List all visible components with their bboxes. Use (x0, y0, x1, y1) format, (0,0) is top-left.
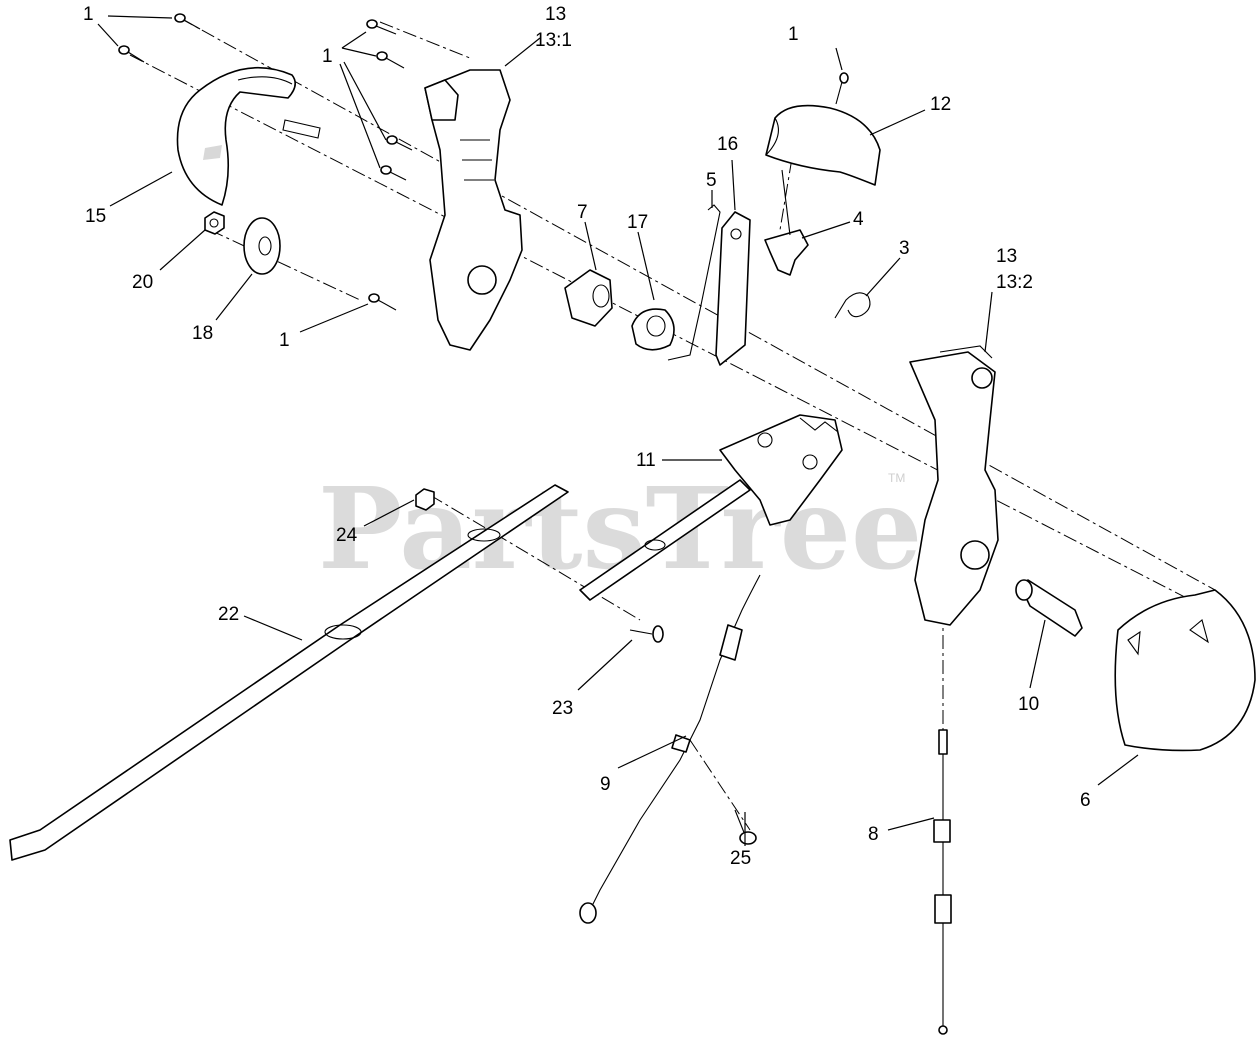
right-housing-13-2 (909, 345, 999, 626)
leader-24 (363, 499, 415, 527)
leader-12 (869, 109, 926, 136)
bushing-7 (564, 269, 613, 327)
shaft (579, 479, 751, 601)
leader-20 (159, 229, 206, 271)
screw-1-upper-b (376, 51, 405, 69)
nut-24 (415, 488, 435, 511)
leader-1b (97, 23, 119, 47)
leader-22 (243, 615, 303, 641)
leader-lines (97, 15, 1139, 846)
link-rod-22 (9, 484, 569, 861)
leader-15 (109, 171, 173, 207)
leader-1c-d (339, 63, 381, 169)
screw-1-top-left (174, 13, 201, 30)
leader-9 (617, 735, 687, 769)
leader-18 (215, 273, 253, 321)
callout-13b: 13 (996, 246, 1017, 267)
screw-1-lower (368, 293, 397, 311)
spring-3 (834, 292, 871, 319)
cable-screw-axis (689, 739, 751, 831)
callout-5: 5 (706, 170, 717, 191)
screw-axis-top (379, 21, 471, 59)
screw-parts (118, 13, 849, 311)
callout-12: 12 (930, 94, 951, 115)
bolt-10 (1015, 579, 1083, 637)
callout-11: 11 (636, 450, 656, 471)
screw-1-mid-b (380, 165, 407, 181)
callout-6: 6 (1080, 790, 1091, 811)
leader-8 (887, 817, 935, 831)
leader-7 (584, 221, 597, 271)
callout-25: 25 (730, 848, 751, 869)
spring-rod-5 (667, 204, 721, 361)
callout-3: 3 (899, 238, 910, 259)
knob-stem-4 (764, 169, 809, 276)
washer-axis (209, 229, 361, 301)
right-shroud-6 (1114, 589, 1256, 752)
callout-24: 24 (336, 525, 358, 546)
bushing-17 (631, 308, 675, 351)
leader-6 (1097, 754, 1139, 786)
screw-1-knob (835, 72, 849, 105)
upper-assembly-axis (179, 17, 1216, 591)
screw-1-upper-a (366, 19, 397, 35)
callout-1a: 1 (83, 4, 94, 25)
cable-9 (579, 574, 761, 924)
leader-1c-c (343, 61, 387, 141)
callout-1e: 1 (788, 24, 799, 45)
callout-13a-sub: 13:1 (535, 30, 572, 51)
callout-17: 17 (627, 212, 648, 233)
leader-10 (1029, 619, 1046, 689)
leader-4 (801, 221, 851, 239)
pin-23 (629, 625, 664, 643)
screw-1-mid-a (386, 135, 413, 151)
callout-13b-sub: 13:2 (996, 272, 1033, 293)
bracket-plate-16 (715, 211, 751, 366)
leader-23 (577, 639, 633, 691)
callout-7: 7 (577, 202, 588, 223)
leader-1a (107, 15, 173, 19)
callout-23: 23 (552, 698, 573, 719)
leader-1e (835, 47, 843, 71)
cable-8 (933, 729, 952, 1035)
leader-1c-b (341, 47, 377, 57)
callout-4: 4 (853, 209, 864, 230)
callout-9: 9 (600, 774, 611, 795)
leader-13b (984, 291, 993, 353)
leader-1d (299, 303, 369, 333)
callout-1c: 1 (322, 46, 333, 67)
callout-16: 16 (717, 134, 738, 155)
callout-18: 18 (192, 323, 213, 344)
bolt-axis (429, 494, 641, 621)
leader-3 (865, 257, 901, 297)
assembly-axes (129, 17, 1216, 831)
callout-labels: 1 1 1 1 1 1 13 13:1 12 16 5 4 3 7 17 15 … (83, 4, 1091, 869)
knob-cap-12 (765, 104, 881, 186)
leader-16 (731, 159, 736, 211)
leader-1c-a (341, 31, 367, 49)
leader-17 (637, 231, 655, 301)
nut-20 (204, 211, 225, 235)
callout-13a: 13 (545, 4, 566, 25)
left-housing-13-1 (424, 69, 523, 351)
callout-8: 8 (868, 824, 879, 845)
screw-25 (734, 809, 757, 845)
callout-20: 20 (132, 272, 153, 293)
callout-1d: 1 (279, 330, 290, 351)
watermark-trademark: TM (888, 471, 905, 485)
washer-18 (243, 217, 281, 275)
lever-bracket-11 (719, 414, 843, 526)
callout-10: 10 (1018, 694, 1039, 715)
leader-13a (504, 37, 541, 67)
screw-1-left (118, 45, 145, 63)
callout-22: 22 (218, 604, 239, 625)
callout-15: 15 (85, 206, 106, 227)
left-shroud-15 (176, 66, 321, 206)
